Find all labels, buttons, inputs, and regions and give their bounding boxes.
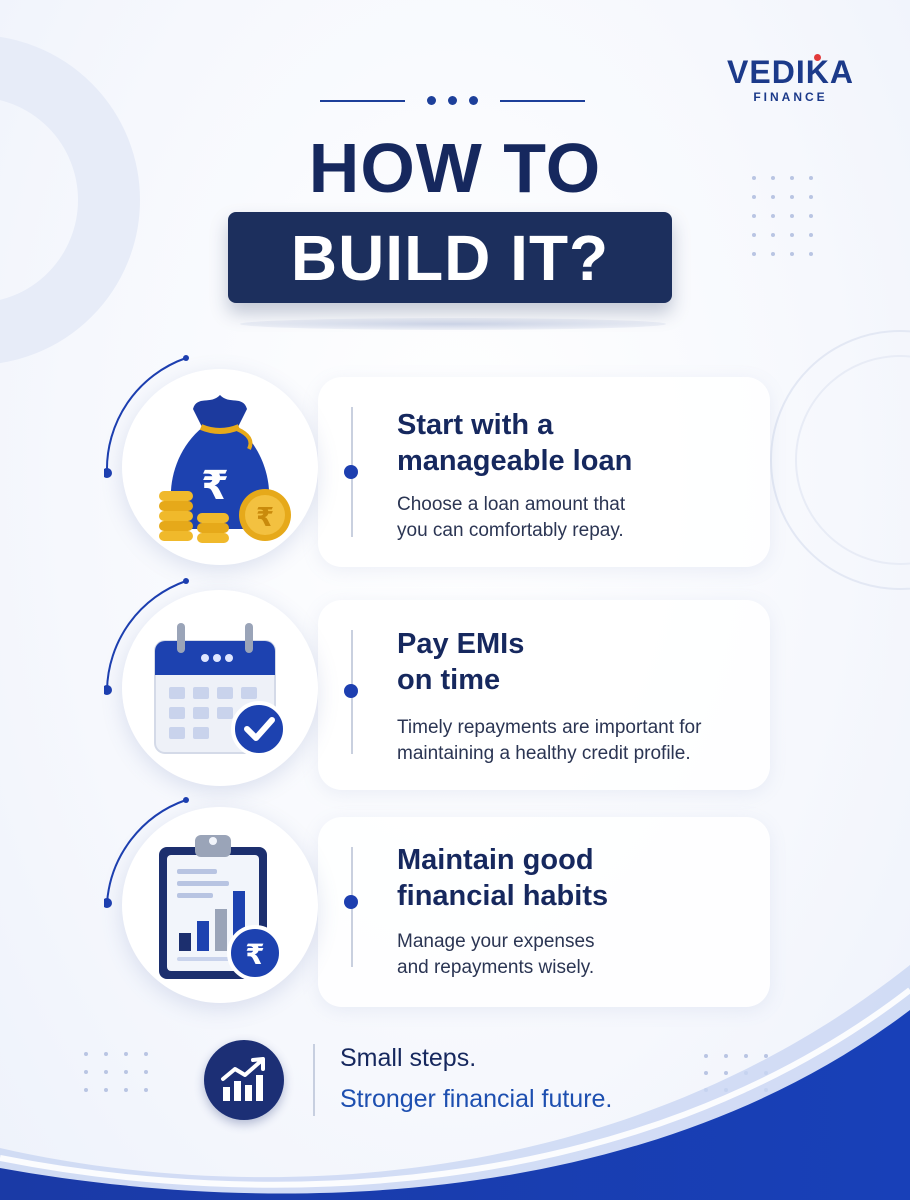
brand-logo: VEDIKA FINANCE bbox=[723, 56, 858, 104]
step-icon-circle: ₹ bbox=[122, 807, 318, 1003]
brand-tagline: FINANCE bbox=[753, 90, 828, 104]
step-divider-dot bbox=[344, 684, 358, 698]
clipboard-chart-icon: ₹ bbox=[159, 835, 283, 981]
step-divider-dot bbox=[344, 465, 358, 479]
decorative-dot-grid-left bbox=[84, 1052, 148, 1092]
step-1: ₹ ₹ Start with a manageable loan Choose … bbox=[0, 355, 910, 567]
step-title: Maintain good financial habits bbox=[397, 844, 609, 912]
page-title-box: BUILD IT? bbox=[228, 212, 672, 303]
decorative-dot-grid bbox=[752, 176, 813, 256]
title-shadow bbox=[240, 318, 666, 330]
timeline-arc bbox=[104, 355, 189, 478]
timeline-arc bbox=[104, 578, 189, 695]
header-ornament bbox=[320, 94, 585, 108]
footer-divider bbox=[313, 1044, 315, 1116]
svg-text:₹: ₹ bbox=[256, 503, 274, 533]
growth-chart-icon bbox=[221, 1057, 265, 1101]
step-description: Manage your expenses and repayments wise… bbox=[397, 931, 595, 978]
step-description: Choose a loan amount that you can comfor… bbox=[397, 494, 626, 541]
step-icon-circle bbox=[122, 590, 318, 786]
svg-text:₹: ₹ bbox=[245, 938, 264, 971]
footer-line2: Stronger financial future. bbox=[340, 1085, 613, 1113]
page-title-line1: HOW TO bbox=[308, 129, 602, 207]
footer-icon-circle bbox=[204, 1040, 284, 1120]
step-card bbox=[318, 377, 770, 567]
calendar-check-icon bbox=[154, 623, 287, 757]
step-title: Start with a manageable loan bbox=[397, 409, 633, 477]
step-3: ₹ Maintain good financial habits Manage … bbox=[0, 797, 910, 1007]
step-title: Pay EMIs on time bbox=[397, 628, 525, 696]
step-card bbox=[318, 817, 770, 1007]
page-title-line2: BUILD IT? bbox=[290, 221, 610, 294]
step-divider-dot bbox=[344, 895, 358, 909]
step-card bbox=[318, 600, 770, 790]
step-icon-circle: ₹ ₹ bbox=[122, 369, 318, 565]
brand-dot bbox=[814, 54, 821, 61]
timeline-arc bbox=[104, 797, 189, 908]
footer-line1: Small steps. bbox=[340, 1044, 477, 1072]
svg-text:₹: ₹ bbox=[201, 463, 229, 509]
money-bag-icon: ₹ ₹ bbox=[159, 395, 291, 543]
step-2: Pay EMIs on time Timely repayments are i… bbox=[0, 578, 910, 790]
brand-name: VEDIKA bbox=[727, 54, 854, 90]
step-description: Timely repayments are important for main… bbox=[397, 717, 702, 764]
